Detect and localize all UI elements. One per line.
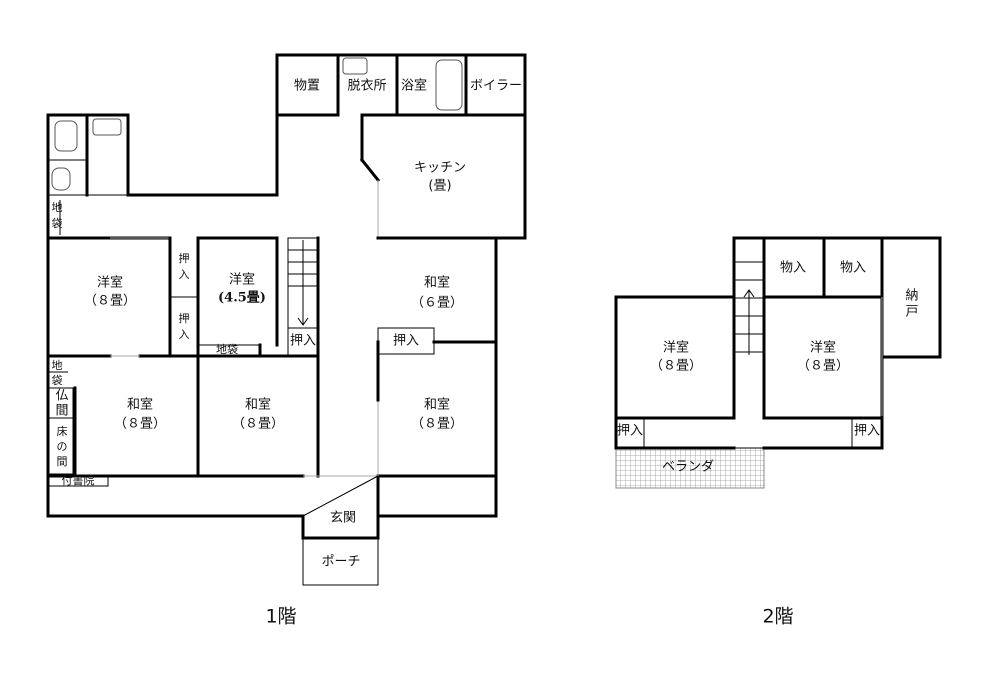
room-youshitsu45-size: (4.5畳) — [218, 291, 266, 306]
room-oshiire-b-2: 入 — [179, 328, 190, 341]
room-youshitsu-l-name: 洋室 — [663, 340, 689, 356]
floor2-title: 2階 — [762, 606, 793, 628]
room-washitsu8c-name: 和室 — [424, 397, 450, 413]
room-washitsu8c-size: （８畳） — [411, 417, 463, 432]
room-yokushitsu: 浴室 — [401, 78, 427, 94]
room-jibukuro-a-2: 袋 — [52, 216, 63, 230]
floor2-plan — [614, 236, 942, 489]
room-genkan: 玄関 — [330, 511, 356, 526]
room-tokonoma-3: 間 — [57, 455, 68, 468]
floor1-plan — [46, 53, 527, 586]
room-oshiire-d: 押入 — [393, 334, 419, 349]
room-washitsu6-size: （６畳） — [411, 296, 463, 311]
room-monooki: 物置 — [294, 79, 320, 94]
room-jibukuro-a-1: 地 — [52, 201, 63, 214]
room-washitsu8b-name: 和室 — [245, 397, 271, 413]
room-youshitsu-l-size: （８畳） — [650, 359, 702, 374]
room-youshitsu45-name: 洋室 — [229, 272, 255, 288]
room-oshiire-l: 押入 — [617, 424, 643, 439]
room-tokonoma-2: の — [57, 440, 68, 453]
room-datsuisho: 脱衣所 — [347, 78, 386, 94]
room-butsuma-2: 間 — [55, 404, 68, 419]
room-kitchen-name: キッチン — [414, 161, 466, 176]
room-jibukuro-c-2: 袋 — [52, 373, 63, 387]
room-jibukuro-c-1: 地 — [52, 359, 63, 372]
room-youshitsu-r-name: 洋室 — [810, 340, 836, 356]
room-tsukeshoin: 付書院 — [62, 473, 95, 487]
room-mono-b: 物入 — [840, 261, 866, 276]
room-youshitsu8-size: （８畳） — [84, 294, 136, 309]
room-washitsu8b-size: （８畳） — [232, 417, 284, 432]
room-washitsu8a-size: （８畳） — [114, 417, 166, 432]
room-veranda: ベランダ — [662, 460, 714, 475]
room-youshitsu-r-size: （８畳） — [797, 359, 849, 374]
room-oshiire-a-1: 押 — [179, 251, 190, 265]
room-youshitsu8-name: 洋室 — [97, 275, 123, 291]
floor1-title: 1階 — [265, 606, 296, 628]
room-oshiire-r: 押入 — [854, 424, 880, 439]
room-boiler: ボイラー — [470, 79, 522, 94]
room-kitchen-size: (畳) — [428, 179, 451, 194]
room-oshiire-b-1: 押 — [179, 311, 190, 325]
room-porch: ポーチ — [321, 555, 360, 570]
room-mono-a: 物入 — [780, 261, 806, 276]
room-oshiire-c: 押入 — [290, 334, 316, 349]
room-jibukuro-b: 地袋 — [216, 342, 238, 356]
room-washitsu6-name: 和室 — [424, 275, 450, 291]
room-butsuma-1: 仏 — [55, 389, 68, 404]
room-nando-1: 納 — [905, 289, 918, 304]
room-tokonoma-1: 床 — [57, 424, 68, 438]
room-oshiire-a-2: 入 — [179, 268, 190, 281]
room-washitsu8a-name: 和室 — [127, 397, 153, 413]
room-nando-2: 戸 — [905, 305, 918, 320]
